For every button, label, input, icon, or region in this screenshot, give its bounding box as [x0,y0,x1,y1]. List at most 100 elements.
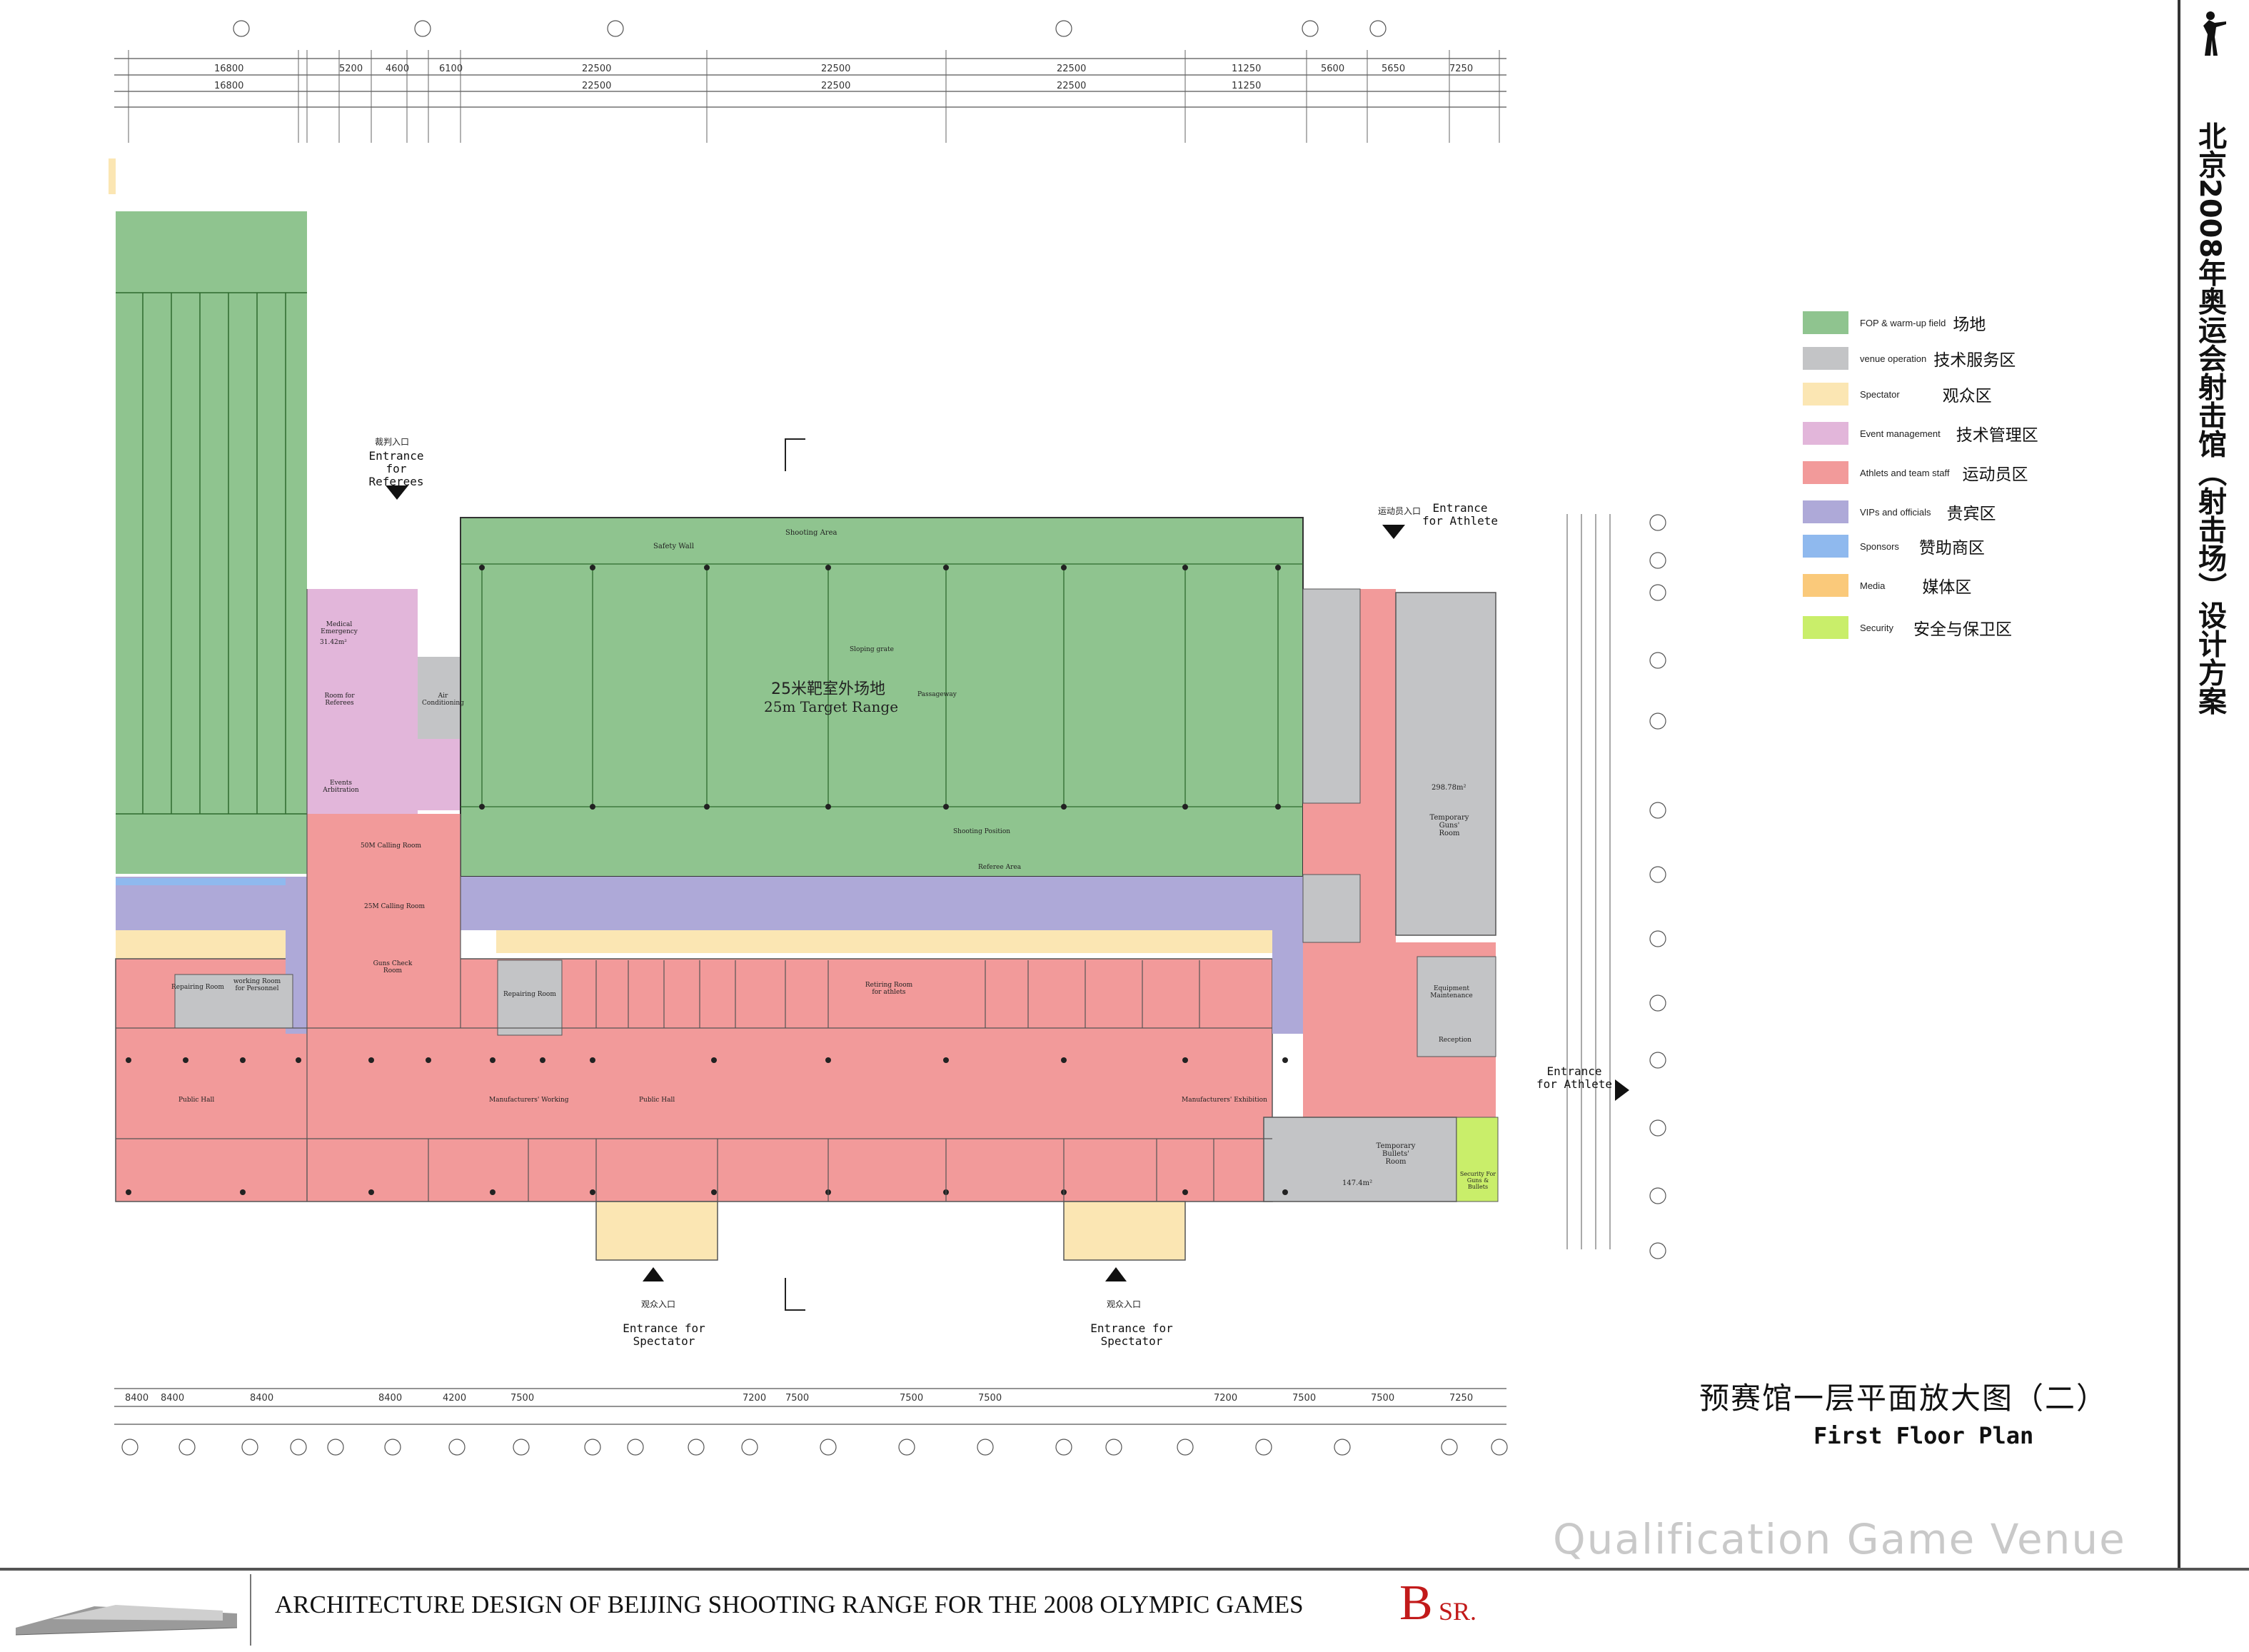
spectator-entrance-arrow-right [1105,1267,1127,1281]
svg-text:8400: 8400 [161,1393,184,1404]
spectator-entrance-left-label: Entrance for Spectator [623,1321,705,1348]
athlete-entrance-top-label: Entrance for Athlete [1422,501,1498,528]
svg-text:11250: 11250 [1232,81,1261,91]
building-thumbnail-icon [9,1578,244,1641]
temporary-guns-room-area: 298.78m² [1432,784,1466,792]
shooting-area-label: Shooting Area [785,529,837,537]
svg-text:5600: 5600 [1321,64,1344,74]
spectator-entrance-left [595,1201,718,1261]
top-axis-bubbles [233,20,1387,37]
svg-text:7250: 7250 [1449,1393,1473,1404]
repairing-room-left-label: Repairing Room [171,984,224,991]
athlete-entrance-right-label: Entrance for Athlete [1536,1064,1612,1091]
left-yellow-strip [109,158,116,194]
event-management-small [418,739,461,810]
footer-title: ARCHITECTURE DESIGN OF BEIJING SHOOTING … [275,1591,1304,1618]
svg-text:8400: 8400 [125,1393,149,1404]
fop-warmup-field-left [116,211,307,874]
bottom-axis-bubbles [121,1439,1508,1456]
legend-label-en: Spectator [1860,388,1900,400]
target-range-title-en: 25m Target Range [764,698,899,715]
section-marker-top [785,438,805,471]
svg-text:8400: 8400 [378,1393,402,1404]
svg-text:7500: 7500 [510,1393,534,1404]
legend-item: Media 媒体区 [1803,573,1971,598]
manufacturers-exhibition-label: Manufacturers' Exhibition [1182,1097,1267,1104]
legend-item: VIPs and officials 贵宾区 [1803,500,1996,524]
reception-label: Reception [1439,1037,1471,1044]
svg-text:7200: 7200 [1214,1393,1237,1404]
venue-label: Qualification Game Venue [1553,1515,2126,1563]
event-management-block [307,589,418,817]
legend-swatch [1803,574,1848,597]
structural-columns [126,565,1288,1195]
legend-swatch [1803,383,1848,406]
svg-text:22500: 22500 [582,81,611,91]
referees-entrance-arrow [386,485,408,500]
retiring-room-label: Retiring Room for athlets [865,982,913,996]
drawing-title-en: First Floor Plan [1813,1422,2034,1449]
air-conditioning-label: Air Conditioning [422,692,464,707]
vip-band-left [116,877,307,930]
equipment-maintenance-label: Equipment Maintenance [1430,985,1473,999]
svg-text:7500: 7500 [1371,1393,1394,1404]
legend-label-cn: 技术管理区 [1956,426,2038,445]
legend-label-cn: 观众区 [1942,387,1992,406]
legend-item: Spectator 观众区 [1803,382,1992,406]
rooms-referees-label: Room for Referees [324,692,355,707]
athlete-entrance-arrow-right [1615,1079,1629,1101]
right-axis-bubbles [1649,514,1666,1259]
repairing-room-center [497,960,563,1036]
brand-logo-suffix: SR. [1439,1597,1477,1626]
events-arbitration-label: Events Arbitration [323,780,359,794]
svg-text:8400: 8400 [250,1393,273,1404]
legend-swatch [1803,422,1848,445]
spectator-entrance-right [1063,1201,1186,1261]
svg-text:22500: 22500 [1057,64,1086,74]
legend-swatch [1803,461,1848,484]
legend-item: FOP & warm-up field 场地 [1803,311,1986,335]
bottom-dimension-text: 8400 8400 8400 8400 4200 7500 7200 7500 7500… [125,1393,1473,1404]
venue-operation-right-upper [1302,588,1361,804]
referee-area-label: Referee Area [978,864,1022,871]
legend-swatch [1803,347,1848,370]
legend-swatch [1803,535,1848,558]
room-partitions [116,589,1272,1202]
spectator-entrance-right-label: Entrance for Spectator [1090,1321,1173,1348]
right-dimension-lines [1566,514,1611,1249]
footer-separator [250,1574,251,1646]
legend-label-en: Athlets and team staff [1860,467,1950,478]
athletes-area-left-upper [307,814,461,960]
legend-label-cn: 安全与保卫区 [1913,620,2012,639]
svg-text:7500: 7500 [900,1393,923,1404]
legend-label-en: FOP & warm-up field [1860,317,1946,328]
spectator-entrance-left-cn: 观众入口 [641,1299,676,1309]
athletes-area-main [115,958,1273,1202]
legend-swatch [1803,311,1848,334]
calling-25m-label: 25M Calling Room [364,903,425,910]
legend-item: venue operation 技术服务区 [1803,346,2016,371]
svg-text:7500: 7500 [785,1393,809,1404]
left-field-lanes [116,292,307,815]
vip-band-main [461,877,1303,930]
repairing-room-center-label: Repairing Room [503,991,556,998]
venue-operation-right-mid [1302,874,1361,943]
target-range-grid [461,563,1303,807]
public-hall-center-label: Public Hall [639,1097,675,1104]
svg-text:22500: 22500 [821,81,850,91]
shooting-position-label: Shooting Position [953,828,1011,835]
security-guns-label: Security For Guns & Bullets [1459,1171,1496,1190]
legend-label-en: Sponsors [1860,540,1899,552]
legend-swatch [1803,500,1848,523]
equipment-maintenance [1417,956,1496,1057]
personnel-room-label: working Room for Personnel [233,978,281,992]
legend-item: Event management 技术管理区 [1803,421,2038,445]
legend-item: Security 安全与保卫区 [1803,615,2012,640]
legend-item: Sponsors 赞助商区 [1803,534,1985,558]
vip-strip-vertical-right [1272,877,1303,1034]
legend-label-cn: 场地 [1953,316,1986,334]
section-marker-bottom [785,1278,805,1311]
svg-text:7200: 7200 [743,1393,766,1404]
svg-text:4200: 4200 [443,1393,466,1404]
